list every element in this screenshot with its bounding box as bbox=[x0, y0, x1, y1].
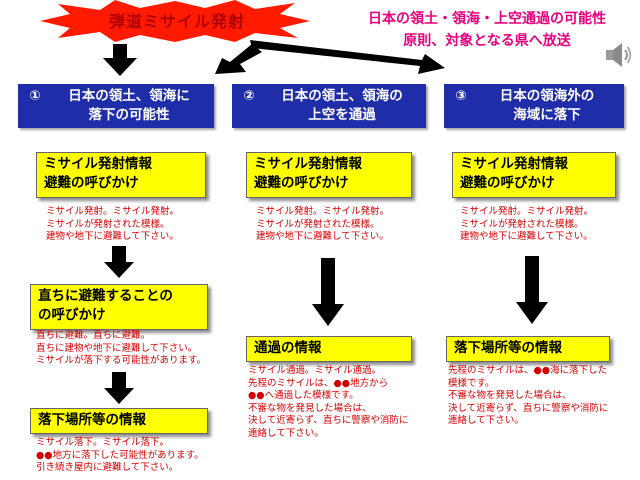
col1-evacuate-message: 直ちに避難。直ちに避難。 直ちに建物や地下に避難して下さい。 ミサイルが落下する… bbox=[36, 330, 207, 366]
banner-label: 弾道ミサイル発射 bbox=[108, 12, 245, 31]
col3-arrow bbox=[516, 256, 548, 324]
col1-impact-line2: ●●地方に落下した可能性があります。 bbox=[36, 450, 204, 463]
sea-marker: ●● bbox=[533, 365, 551, 376]
col2-transit-message: ミサイル通過。ミサイル通過。 先程のミサイルは、●●地方から ●●へ通過した模様… bbox=[248, 365, 408, 440]
col3-impact-line1-a: 先程のミサイルは、 bbox=[448, 365, 534, 376]
scenario-3-title: 日本の領海外の 海域に落下 bbox=[478, 87, 624, 125]
scenario-2-header: ② 日本の領土、領海の 上空を通過 bbox=[232, 84, 426, 128]
impact-marker: ●● bbox=[36, 449, 53, 461]
col3-launch-box: ミサイル発射情報 避難の呼びかけ bbox=[452, 152, 616, 198]
col3-impact-message: 先程のミサイルは、●●海に落下した 模様です。 不審な物を発見した場合は、 決し… bbox=[448, 365, 608, 428]
col1-launch-message: ミサイル発射。ミサイル発射。 ミサイルが発射された模様。 建物や地下に避難して下… bbox=[46, 206, 180, 242]
scenario-1-number: ① bbox=[29, 88, 41, 104]
col2-transit-line1: ミサイル通過。ミサイル通過。 bbox=[248, 365, 382, 376]
col3-impact-line1: 先程のミサイルは、●●海に落下した bbox=[448, 365, 608, 378]
col2-transit-line2-a: 先程のミサイルは、 bbox=[248, 377, 334, 389]
arrow-to-column-1 bbox=[103, 44, 137, 76]
arrow-to-column-2 bbox=[215, 44, 262, 74]
speaker-icon[interactable] bbox=[604, 40, 634, 70]
col1-arrow-1 bbox=[104, 246, 134, 278]
top-arrows bbox=[103, 40, 445, 76]
col2-launch-message: ミサイル発射。ミサイル発射。 ミサイルが発射された模様。 建物や地下に避難して下… bbox=[256, 206, 390, 242]
col1-launch-box: ミサイル発射情報 避難の呼びかけ bbox=[36, 152, 206, 198]
col3-impact-line2: 模様です。 不審な物を発見した場合は、 決して近寄らず、直ちに警察や消防に 連絡… bbox=[448, 377, 609, 427]
col2-transit-box: 通過の情報 bbox=[246, 336, 412, 362]
note-line-2: 原則、対象となる県へ放送 bbox=[403, 33, 571, 49]
scenario-3-title-text: 日本の領海外の 海域に落下 bbox=[499, 88, 595, 123]
broadcast-note: 日本の領土・領海・上空通過の可能性 原則、対象となる県へ放送 bbox=[368, 8, 606, 52]
scenario-2-number: ② bbox=[243, 88, 255, 104]
col2-transit-line3: ●●へ通過した模様です。 bbox=[248, 390, 408, 403]
col2-transit-line2: 先程のミサイルは、●●地方から bbox=[248, 378, 408, 391]
transit-marker-a: ●● bbox=[333, 377, 351, 389]
col1-impact-line3: 引き続き屋内に避難して下さい。 bbox=[36, 462, 179, 473]
scenario-3-header: ③ 日本の領海外の 海域に落下 bbox=[444, 84, 624, 128]
scenario-1-title: 日本の領土、領海に 落下の可能性 bbox=[52, 87, 214, 125]
arrow-to-column-3 bbox=[250, 40, 445, 74]
col2-transit-line3-b: へ通過した模様です。 bbox=[264, 390, 359, 401]
col1-arrow-2 bbox=[104, 372, 134, 404]
col2-arrow bbox=[312, 258, 344, 326]
scenario-1-header: ① 日本の領土、領海に 落下の可能性 bbox=[18, 84, 214, 128]
col3-launch-message: ミサイル発射。ミサイル発射。 ミサイルが発射された模様。 建物や地下に避難して下… bbox=[460, 206, 594, 242]
col3-impact-line1-b: 海に落下した bbox=[550, 365, 608, 376]
col1-evacuate-box: 直ちに避難することの の呼びかけ bbox=[30, 284, 208, 330]
col1-impact-line2-text: 地方に落下した可能性があります。 bbox=[52, 449, 204, 461]
col3-impact-box: 落下場所等の情報 bbox=[446, 336, 610, 362]
scenario-2-title-text: 日本の領土、領海の 上空を通過 bbox=[281, 88, 403, 123]
scenario-3-number: ③ bbox=[455, 88, 467, 104]
scenario-1-title-text: 日本の領土、領海に 落下の可能性 bbox=[68, 88, 190, 123]
banner-burst bbox=[40, 0, 310, 42]
col1-impact-line1: ミサイル落下。ミサイル落下。 bbox=[36, 437, 170, 448]
scenario-2-title: 日本の領土、領海の 上空を通過 bbox=[266, 87, 426, 125]
transit-marker-b: ●● bbox=[248, 390, 265, 401]
col2-transit-line4: 不審な物を発見した場合は、 決して近寄らず、直ちに警察や消防に 連絡して下さい。 bbox=[248, 402, 409, 439]
col2-launch-box: ミサイル発射情報 避難の呼びかけ bbox=[246, 152, 412, 198]
note-line-1: 日本の領土・領海・上空通過の可能性 bbox=[368, 11, 606, 27]
col1-impact-box: 落下場所等の情報 bbox=[30, 408, 208, 434]
col2-transit-line2-b: 地方から bbox=[350, 377, 389, 389]
col1-impact-message: ミサイル落下。ミサイル落下。 ●●地方に落下した可能性があります。 引き続き屋内… bbox=[36, 437, 204, 475]
